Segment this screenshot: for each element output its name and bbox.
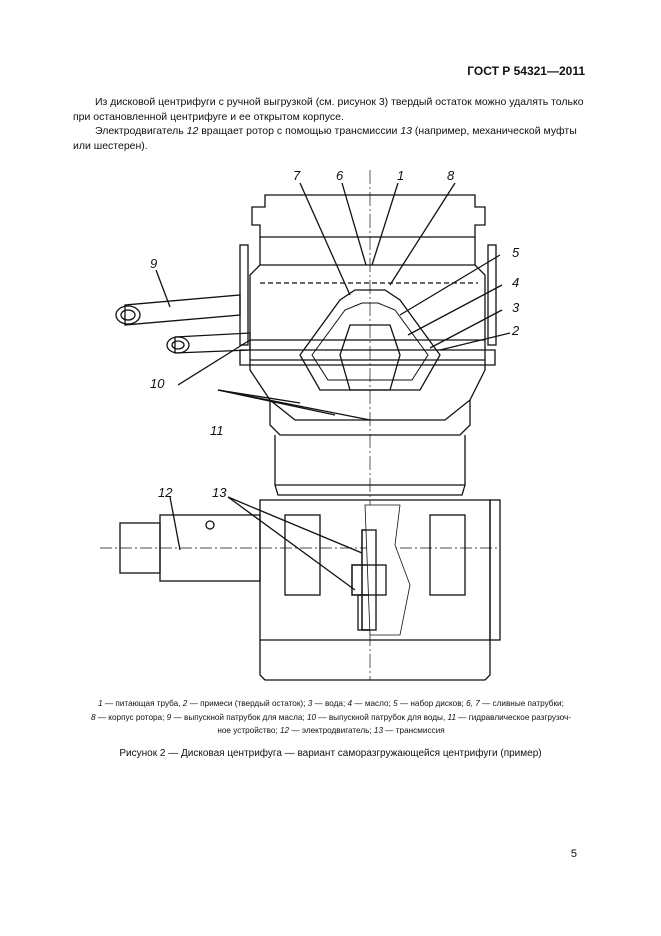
p2-text-a: Электродвигатель (95, 125, 187, 137)
legend-text: — примеси (твердый остаток); (187, 699, 308, 708)
legend-num: 1 (98, 699, 103, 708)
legend-num: 13 (373, 726, 384, 735)
legend-text: — набор дисков; (397, 699, 467, 708)
callout-4: 4 (512, 275, 519, 290)
callout-6: 6 (336, 168, 344, 183)
legend-text: — корпус ротора; (95, 712, 167, 722)
figure-legend: 1 — питающая труба, 2 — примеси (твердый… (40, 697, 622, 738)
p2-text-b: вращает ротор с помощью трансмиссии (198, 125, 401, 137)
p2-ref-12: 12 (186, 125, 199, 137)
callout-12: 12 (158, 485, 173, 500)
legend-text: — сливные патрубки; (479, 699, 564, 708)
legend-num: 4 (347, 699, 353, 708)
legend-text: — выпускной патрубок для масла; (171, 712, 307, 722)
callout-9: 9 (150, 256, 157, 271)
callout-11: 11 (210, 423, 224, 438)
legend-text: — электродвигатель; (289, 726, 374, 735)
centrifuge-drawing: 7 6 1 8 5 4 3 2 9 10 11 12 13 (100, 168, 520, 681)
legend-num: 8 (90, 712, 96, 722)
legend-num: 2 (182, 699, 188, 708)
legend-text: — выпускной патрубок для воды, (316, 712, 448, 722)
p2-text-c: (например, механической муфты или шестер… (73, 125, 577, 152)
callout-5: 5 (512, 245, 520, 260)
callout-7: 7 (293, 168, 301, 183)
callout-8: 8 (447, 168, 455, 183)
callout-3: 3 (512, 300, 520, 315)
legend-text: — питающая труба, (102, 699, 183, 708)
callout-13: 13 (212, 485, 227, 500)
callout-2: 2 (511, 323, 520, 338)
legend-text: ное устройство; (217, 726, 280, 735)
callout-1: 1 (397, 168, 404, 183)
legend-text: — масло; (352, 699, 394, 708)
p2-ref-13: 13 (400, 125, 413, 137)
legend-num: 6, 7 (466, 699, 480, 708)
document-id: ГОСТ Р 54321—2011 (467, 64, 585, 78)
legend-num: 3 (307, 699, 313, 708)
legend-num: 5 (393, 699, 398, 708)
paragraph-manual-unloading: Из дисковой центрифуги с ручной выгрузко… (73, 96, 584, 123)
legend-text: — вода; (312, 699, 348, 708)
legend-num: 11 (447, 712, 457, 722)
paragraph-motor-transmission: Электродвигатель 12 вращает ротор с помо… (73, 124, 588, 154)
callout-10: 10 (150, 376, 165, 391)
page-number: 5 (570, 848, 577, 860)
figure-caption: Рисунок 2 — Дисковая центрифуга — вариан… (119, 748, 542, 759)
legend-text: — трансмиссия (383, 726, 445, 735)
legend-num: 9 (166, 712, 172, 722)
legend-num: 10 (306, 712, 317, 722)
legend-text: — гидравлическое разгрузоч- (456, 712, 571, 722)
legend-num: 12 (279, 726, 290, 735)
